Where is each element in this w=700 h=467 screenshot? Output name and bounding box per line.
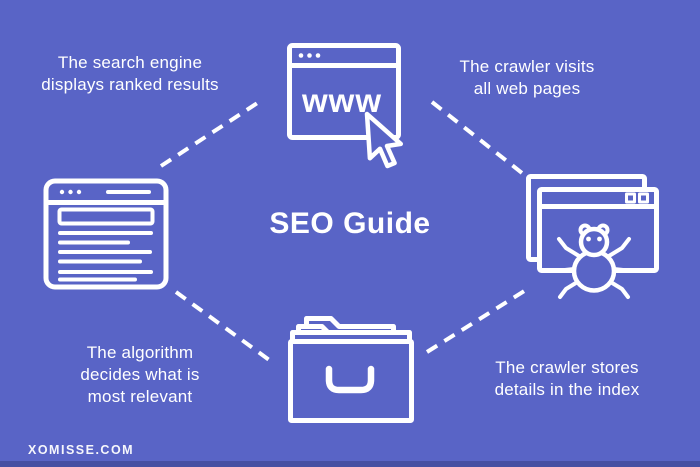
dashed-connector-bottom-right: [425, 286, 531, 354]
crawler-bug-windows-icon: [526, 174, 659, 299]
label-algorithm: The algorithm decides what is most relev…: [80, 343, 200, 406]
cursor-arrow-icon: [364, 111, 404, 169]
www-browser-cursor-icon: www: [287, 43, 404, 169]
label-crawler-visits: The crawler visits all web pages: [459, 57, 595, 98]
footer-shade-strip: [0, 461, 700, 467]
drawer-handle-icon: [325, 365, 375, 394]
www-label: www: [301, 82, 382, 119]
watermark-text: XOMISSE.COM: [28, 443, 135, 457]
label-search-engine: The search engine displays ranked result…: [41, 53, 219, 94]
diagram-title: SEO Guide: [269, 207, 431, 240]
search-results-browser-icon: [43, 178, 169, 290]
bug-icon: [554, 223, 634, 299]
dashed-connector-top-right: [430, 100, 524, 175]
label-crawler-stores: The crawler stores details in the index: [494, 358, 640, 399]
index-folder-drawer-icon: [288, 316, 414, 423]
dashed-connector-top-left: [159, 98, 264, 168]
